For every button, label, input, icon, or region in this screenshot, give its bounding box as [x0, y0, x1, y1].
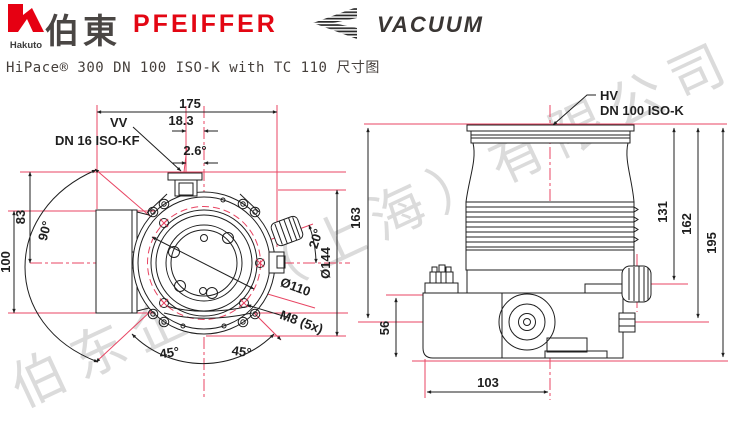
base-port — [498, 293, 556, 351]
vacuum-wordmark: VACUUM — [377, 12, 484, 37]
dim-port-tilt: 2.6° — [183, 143, 206, 158]
side-view-dimensions — [366, 94, 725, 394]
dim-height-upper: 83 — [13, 210, 28, 224]
dim-angle-bottom-left: 45° — [159, 344, 181, 362]
hakuto-logo-text: Hakuto — [9, 40, 43, 51]
dim-dia-flange: Ø144 — [318, 246, 333, 279]
dim-angle-left: 90° — [35, 219, 55, 242]
pfeiffer-wordmark: PFEIFFER — [133, 10, 278, 38]
dim-angle-knob: 20° — [306, 227, 326, 250]
label-hv-port: HV — [600, 88, 618, 103]
label-kf-flange: DN 16 ISO-KF — [55, 133, 140, 148]
front-view-dimensions — [12, 110, 339, 364]
dim-base-width: 103 — [477, 375, 499, 390]
site-header: Hakuto 伯東 PFEIFFER VACUUM — [0, 0, 734, 52]
cooling-ribs — [466, 206, 639, 248]
dim-height-total: 195 — [704, 232, 719, 254]
page-title: HiPace® 300 DN 100 ISO-K with TC 110 尺寸图 — [6, 60, 380, 76]
label-vv-port: VV — [110, 115, 128, 130]
hakuto-cn-name: 伯東 — [45, 12, 121, 52]
dim-bolt-spec: M8 (5x) — [278, 307, 325, 336]
kf-port — [146, 172, 260, 214]
dim-base-height: 56 — [377, 321, 392, 335]
hakuto-logo: Hakuto — [5, 3, 47, 51]
pfeiffer-fan-icon — [311, 5, 363, 46]
dim-port-offset: 18.3 — [168, 113, 193, 128]
dim-height-to-bolt: 162 — [679, 213, 694, 235]
side-venting-knob — [584, 265, 652, 303]
side-view-body — [422, 124, 652, 359]
electrical-connector — [424, 264, 459, 294]
dim-height-lower: 100 — [0, 251, 13, 273]
dim-height-to-knob: 131 — [655, 201, 670, 223]
hakuto-logo-icon — [8, 4, 44, 32]
side-view-drawing: HV DN 100 ISO-K 163 131 162 195 56 103 — [348, 88, 728, 400]
m8-bolt-holes — [159, 218, 265, 308]
dim-height-to-center: 163 — [348, 207, 363, 229]
screw-heads — [147, 197, 261, 329]
dim-angle-bottom-right: 45° — [231, 343, 253, 361]
venting-knob — [270, 215, 304, 247]
label-iso-k-flange: DN 100 ISO-K — [600, 103, 684, 118]
side-bolt — [618, 312, 636, 333]
dim-width-total: 175 — [179, 96, 201, 111]
